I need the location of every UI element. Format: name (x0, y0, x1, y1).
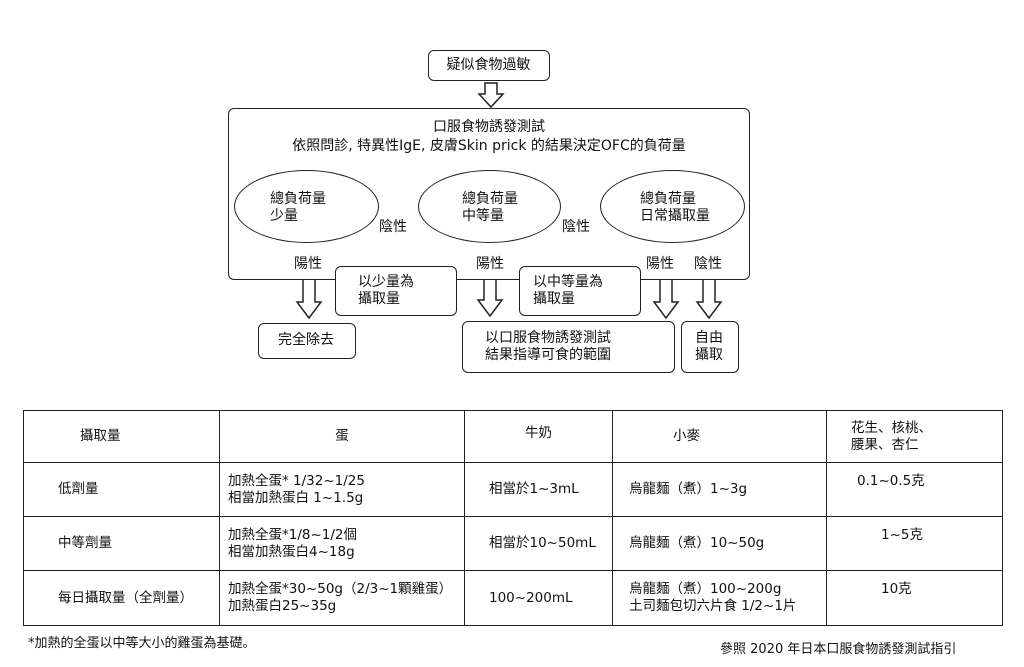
table-cell: 100~200mL (464, 570, 613, 626)
ofc-subtitle: 依照問診, 特異性IgE, 皮膚Skin prick 的結果決定OFC的負荷量 (292, 138, 686, 154)
start-label: 疑似食物過敏 (446, 57, 531, 73)
table-cell: 烏龍麵（煮）1~3g (612, 462, 827, 517)
negative-label-2: 陰性 (562, 219, 590, 235)
dose-table: 攝取量 蛋 牛奶 小麥 花生、核桃、 腰果、杏仁 低劑量 加熱全蛋* 1/32~… (23, 410, 1003, 626)
table-row: 每日攝取量（全劑量） 加熱全蛋*30~50g（2/3~1顆雞蛋） 加熱蛋白25~… (23, 570, 1003, 626)
footnote: *加熱的全蛋以中等大小的雞蛋為基礎。 (28, 636, 256, 651)
table-row: 低劑量 加熱全蛋* 1/32~1/25 相當加熱蛋白 1~1.5g 相當於1~3… (23, 462, 1003, 517)
stage-medium-label: 總負荷量 中等量 (462, 191, 518, 224)
table-cell: 每日攝取量（全劑量） (23, 570, 220, 626)
outcome-guided-label: 以口服食物誘發測試 結果指導可食的範圍 (485, 330, 611, 363)
table-cell: 10克 (826, 570, 1003, 626)
intake-medium-box (519, 266, 641, 316)
header-cell: 攝取量 (23, 410, 220, 463)
table-cell: 烏龍麵（煮）10~50g (612, 516, 827, 571)
table-cell: 1~5克 (826, 516, 1003, 571)
intake-medium-label: 以中等量為 攝取量 (533, 274, 603, 307)
arrow-start-down (477, 82, 505, 109)
stage-daily-ellipse (600, 170, 745, 243)
table-cell: 相當於10~50mL (464, 516, 613, 571)
stage-small-label: 總負荷量 少量 (270, 191, 326, 224)
intake-small-box (335, 266, 457, 316)
reference-note: 參照 2020 年日本口服食物誘發測試指引 (720, 642, 957, 657)
table-row: 中等劑量 加熱全蛋*1/8~1/2個 相當加熱蛋白4~18g 相當於10~50m… (23, 516, 1003, 571)
positive-label-small: 陽性 (294, 256, 322, 272)
table-cell: 加熱全蛋* 1/32~1/25 相當加熱蛋白 1~1.5g (219, 462, 465, 517)
positive-label-medium: 陽性 (476, 256, 504, 272)
intake-small-label: 以少量為 攝取量 (358, 274, 414, 307)
stage-daily-label: 總負荷量 日常攝取量 (640, 191, 710, 224)
ofc-title: 口服食物誘發測試 (433, 119, 545, 135)
negative-label-daily: 陰性 (694, 256, 722, 272)
table-cell: 烏龍麵（煮）100~200g 土司麵包切六片食 1/2~1片 (612, 570, 827, 626)
header-cell: 花生、核桃、 腰果、杏仁 (826, 410, 1003, 463)
outcome-remove-box (258, 323, 356, 359)
header-cell: 小麥 (612, 410, 827, 463)
table-cell: 中等劑量 (23, 516, 220, 571)
outcome-free-label: 自由 攝取 (695, 330, 723, 363)
header-cell: 蛋 (219, 410, 465, 463)
outcome-remove-label: 完全除去 (278, 332, 334, 348)
table-cell: 低劑量 (23, 462, 220, 517)
negative-label-1: 陰性 (379, 219, 407, 235)
stage-medium-ellipse (418, 170, 561, 243)
table-header-row: 攝取量 蛋 牛奶 小麥 花生、核桃、 腰果、杏仁 (23, 410, 1003, 463)
table-cell: 加熱全蛋*1/8~1/2個 相當加熱蛋白4~18g (219, 516, 465, 571)
outcome-free-box (681, 321, 739, 373)
table-cell: 加熱全蛋*30~50g（2/3~1顆雞蛋） 加熱蛋白25~35g (219, 570, 465, 626)
positive-label-daily: 陽性 (646, 256, 674, 272)
outcome-guided-box (462, 321, 675, 373)
start-box: 疑似食物過敏 (428, 50, 550, 81)
table-cell: 0.1~0.5克 (826, 462, 1003, 517)
stage-small-ellipse (234, 170, 379, 243)
header-cell: 牛奶 (464, 410, 613, 463)
table-cell: 相當於1~3mL (464, 462, 613, 517)
